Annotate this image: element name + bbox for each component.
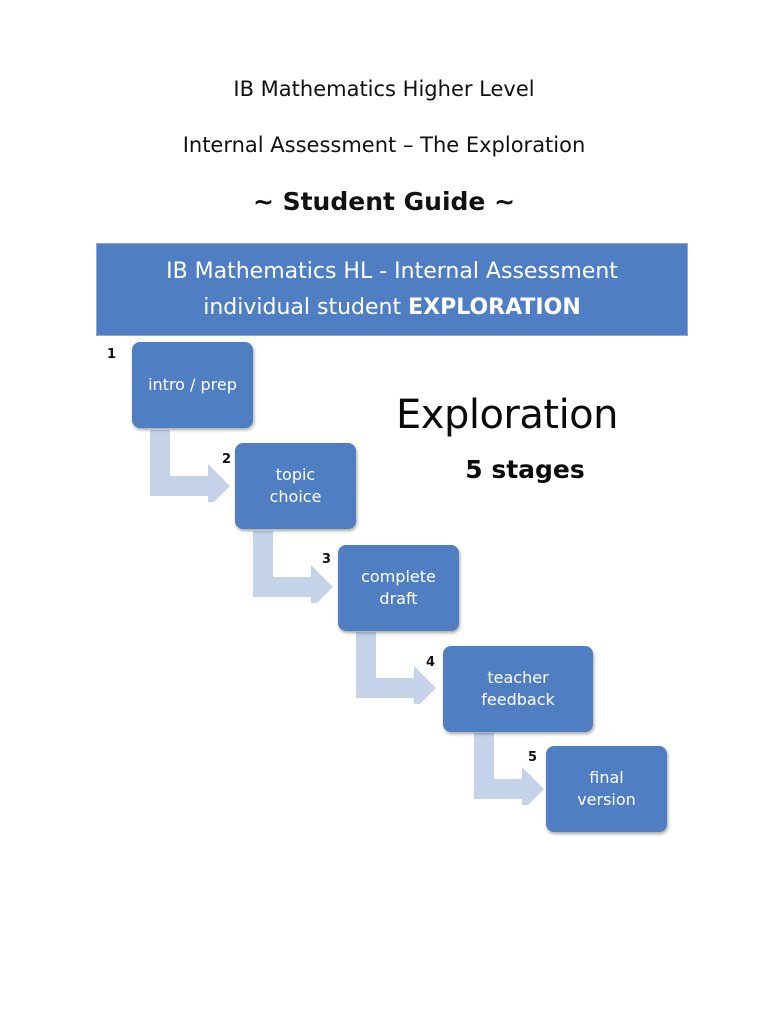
- stage-number-5: 5: [528, 750, 538, 765]
- diagram-heading: Exploration: [396, 392, 619, 438]
- diagram-banner: IB Mathematics HL - Internal Assessment …: [96, 243, 688, 336]
- document-title: IB Mathematics Higher Level: [233, 77, 535, 101]
- banner-line2: individual student EXPLORATION: [97, 290, 687, 326]
- banner-line2-bold: EXPLORATION: [408, 295, 581, 320]
- stage-box-4: teacher feedback: [443, 646, 593, 732]
- banner-line2-prefix: individual student: [203, 295, 409, 320]
- stage-box-3: complete draft: [338, 545, 459, 631]
- stage-number-3: 3: [322, 552, 332, 567]
- document-guide-label: ~ Student Guide ~: [252, 187, 516, 216]
- banner-line1: IB Mathematics HL - Internal Assessment: [166, 259, 618, 284]
- stage-arrow-4-5: [474, 733, 544, 805]
- stage-arrow-3-4: [356, 632, 436, 704]
- diagram-subheading: 5 stages: [465, 455, 585, 484]
- stage-box-5: final version: [546, 746, 667, 832]
- stage-box-1: intro / prep: [132, 342, 253, 428]
- stage-number-1: 1: [107, 347, 117, 362]
- stage-number-2: 2: [222, 452, 232, 467]
- stage-arrow-1-2: [150, 430, 230, 502]
- document-subtitle: Internal Assessment – The Exploration: [182, 133, 586, 157]
- stage-box-2: topic choice: [235, 443, 356, 529]
- stage-number-4: 4: [426, 655, 436, 670]
- stage-arrow-2-3: [253, 531, 333, 603]
